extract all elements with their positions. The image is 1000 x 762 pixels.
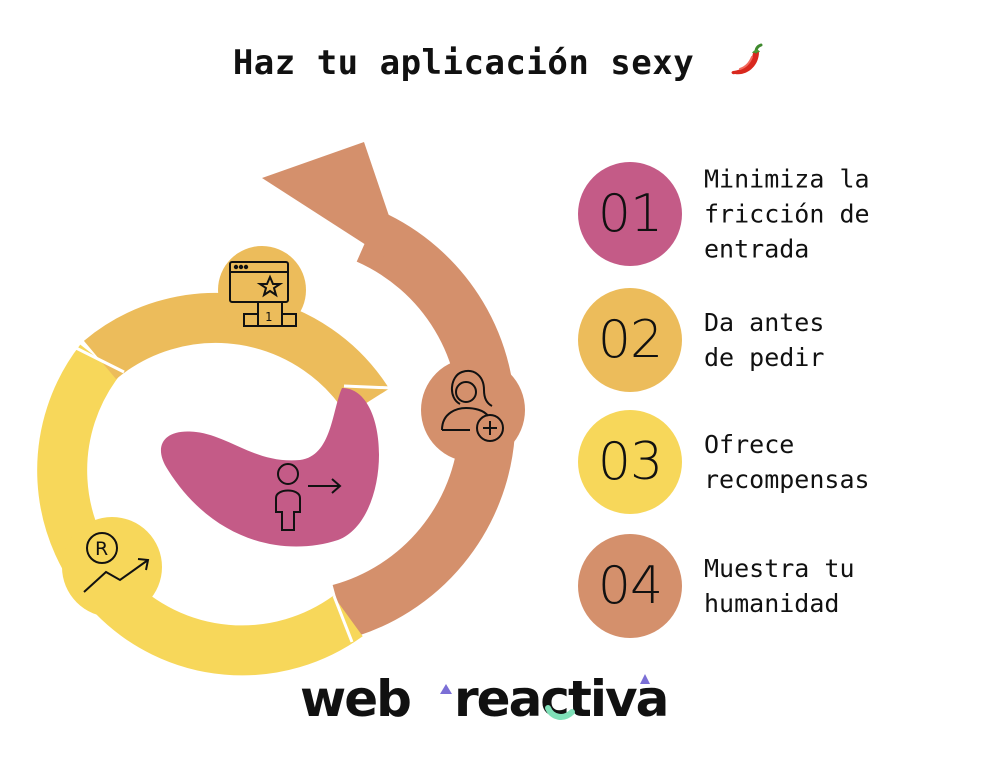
step-text: Da antes de pedir [704, 308, 825, 372]
ring-mustard-segment [83, 292, 390, 416]
step-03: 03 Ofrece recompensas [578, 410, 988, 514]
registered-growth-arrow-icon: R [83, 532, 150, 593]
browser-star-podium-icon: 1 [229, 261, 297, 327]
page-title: Haz tu aplicación sexy [0, 40, 1000, 89]
step-text: Muestra tu humanidad [704, 554, 855, 618]
step-number-badge: 04 [578, 534, 682, 638]
chili-pepper-icon [727, 40, 767, 89]
logo-accent-mark [545, 705, 575, 720]
arrow-head [262, 142, 408, 272]
step-04: 04 Muestra tu humanidad [578, 534, 988, 638]
step-number-badge: 01 [578, 162, 682, 266]
logo-accent-mark [640, 674, 650, 684]
step-01: 01 Minimiza la fricción de entrada [578, 162, 988, 266]
title-text: Haz tu aplicación sexy [232, 43, 695, 83]
svg-text:web: web [300, 670, 410, 728]
ring-divider [75, 346, 125, 374]
svg-text:1: 1 [265, 310, 272, 324]
user-arrow-right-icon [275, 463, 342, 531]
node-circle-step2 [218, 246, 306, 334]
inner-hook-segment [160, 388, 380, 547]
node-circle-step3 [62, 517, 162, 617]
ring-divider [343, 384, 393, 390]
step-text: Ofrece recompensas [704, 430, 870, 494]
step-02: 02 Da antes de pedir [578, 288, 988, 392]
step-number-badge: 02 [578, 288, 682, 392]
node-circle-step4 [421, 358, 525, 462]
logo-word-web: web [300, 670, 410, 728]
step-text: Minimiza la fricción de entrada [704, 164, 870, 264]
logo-accent-mark [440, 684, 452, 694]
ring-divider [332, 595, 354, 643]
web-reactiva-logo: web reactiva [0, 664, 1000, 738]
svg-text:R: R [95, 538, 108, 560]
step-number-badge: 03 [578, 410, 682, 514]
woman-add-user-icon [441, 370, 504, 442]
